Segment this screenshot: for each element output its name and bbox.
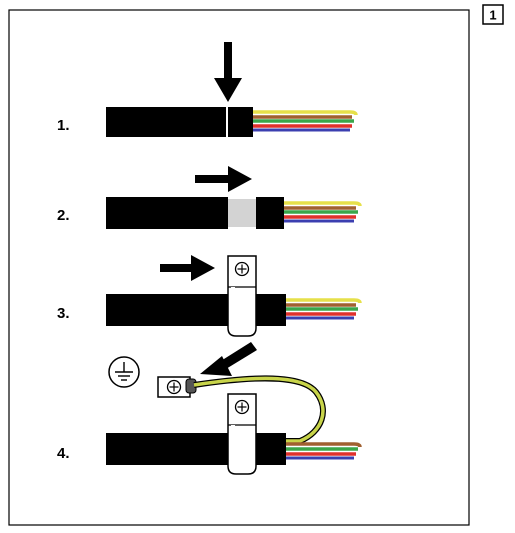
diagonal-arrow-icon [200, 342, 257, 376]
step-1-wires [250, 110, 358, 132]
right-arrow-icon [160, 255, 215, 281]
step-4-label: 4. [57, 445, 70, 462]
clamp-bracket [227, 255, 257, 337]
ground-wire [193, 375, 326, 444]
diagram-frame [8, 9, 470, 526]
clamp-bracket [227, 393, 257, 475]
down-arrow-icon [214, 42, 242, 102]
step-2-wires [282, 201, 362, 223]
step-2-label: 2. [57, 207, 70, 224]
ground-lug [157, 376, 197, 398]
step-3-wires [282, 298, 362, 320]
step-2-cable [106, 197, 362, 229]
screw-icon [234, 261, 250, 277]
step-1-cable [106, 107, 358, 137]
ground-symbol-icon [108, 356, 140, 388]
step-4-wires [282, 442, 362, 460]
figure-badge-text: 1 [489, 8, 496, 23]
exposed-shield [228, 199, 256, 227]
figure-badge: 1 [482, 4, 504, 25]
step-1-label: 1. [57, 117, 70, 134]
screw-icon [234, 399, 250, 415]
right-arrow-icon [195, 166, 252, 192]
step-3-label: 3. [57, 305, 70, 322]
